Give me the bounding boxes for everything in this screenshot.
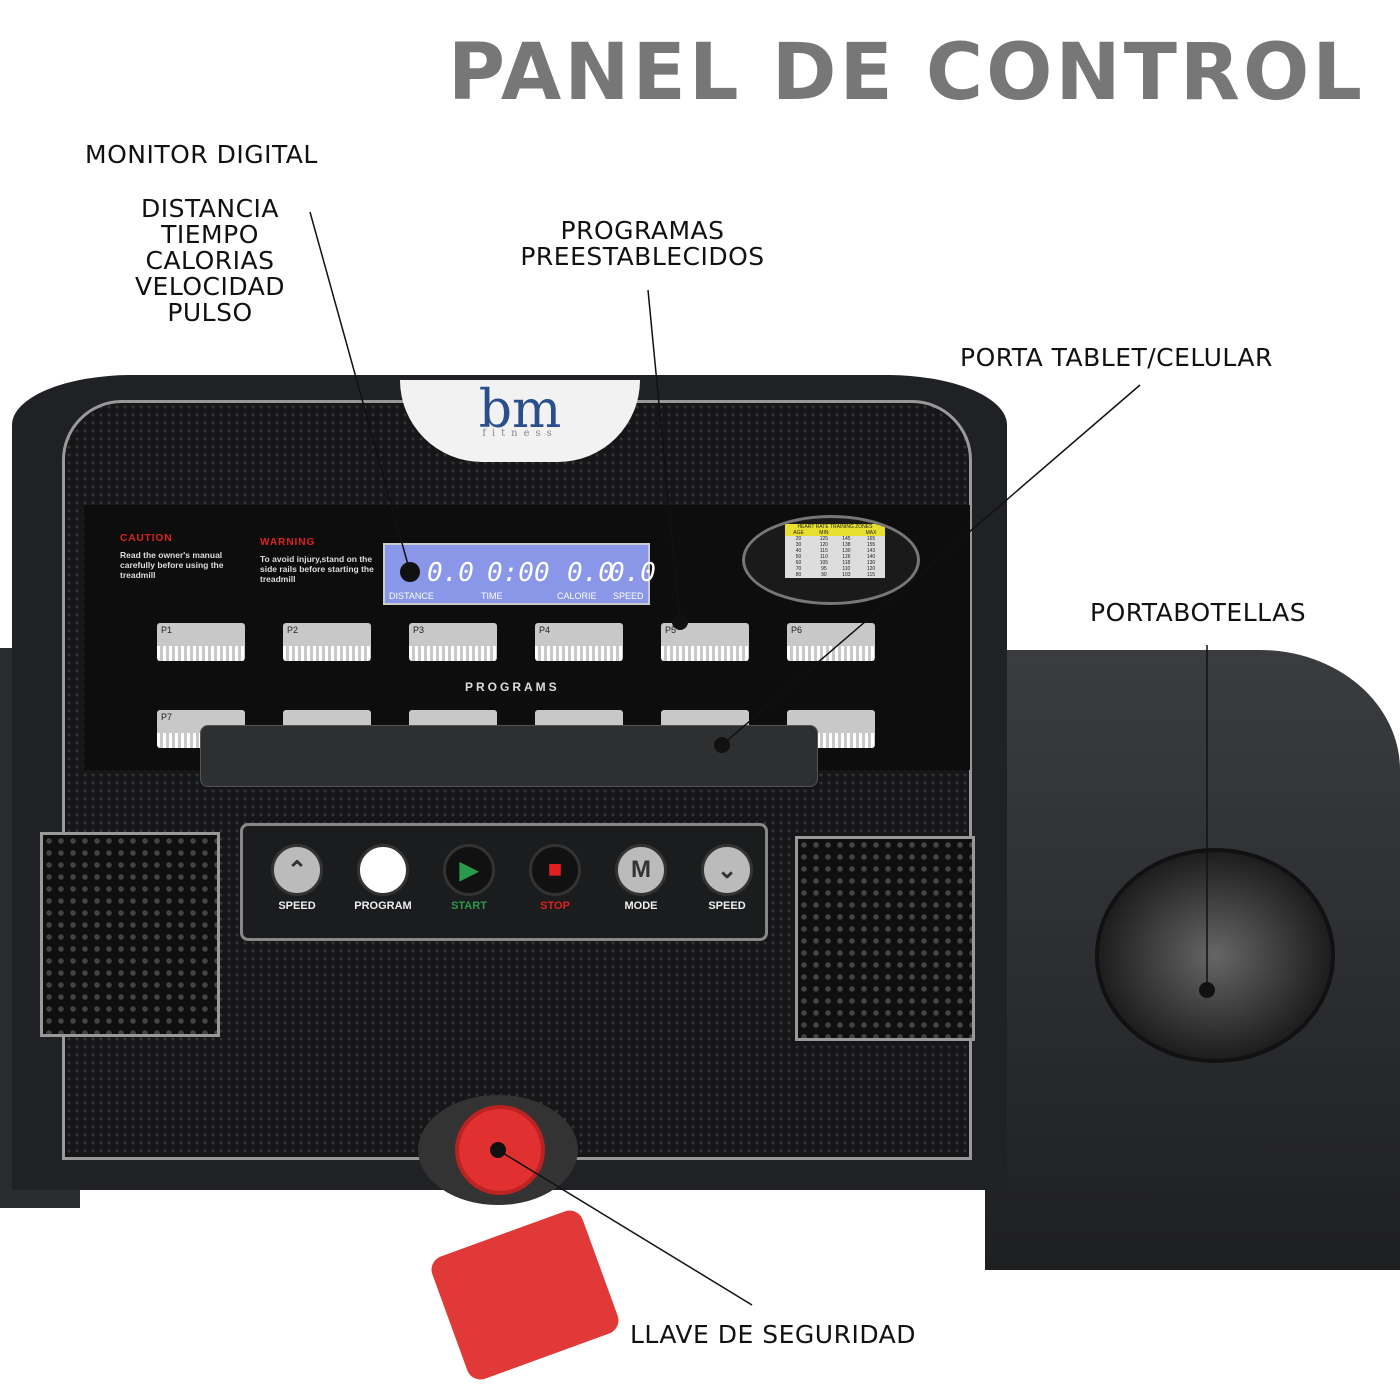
metric-tiempo: TIEMPO <box>161 220 259 249</box>
button-label: START <box>451 900 487 912</box>
button-label: PROGRAM <box>354 900 412 912</box>
mode-button-4[interactable]: M MODE <box>601 844 681 912</box>
program-p1: P1 <box>157 623 245 661</box>
program-p3: P3 <box>409 623 497 661</box>
button-label: STOP <box>540 900 570 912</box>
label-monitor: MONITOR DIGITAL <box>85 140 318 169</box>
lcd-distance: 0.0 <box>427 558 474 588</box>
program-label: P2 <box>287 625 299 635</box>
metric-pulso: PULSO <box>167 298 253 327</box>
label-programas: PROGRAMAS PREESTABLECIDOS <box>505 218 780 270</box>
button-label: MODE <box>624 900 658 912</box>
blank <box>357 844 409 896</box>
lcd-caption: TIME <box>481 591 503 601</box>
program-p5: P5 <box>661 623 749 661</box>
program-label: P1 <box>161 625 173 635</box>
logo-text: bm <box>478 380 562 440</box>
warning-notice: WARNING To avoid injury,stand on the sid… <box>260 537 375 584</box>
caution-title: CAUTION <box>120 533 173 544</box>
page-title: PANEL DE CONTROL <box>447 28 1365 118</box>
hr-cell: 80 <box>785 572 813 578</box>
lcd-calorie: 0.0 <box>567 558 614 588</box>
program-label: P6 <box>791 625 803 635</box>
start-button-2[interactable]: ▶ START <box>429 844 509 912</box>
label-porta-tablet: PORTA TABLET/CELULAR <box>960 343 1273 372</box>
button-label: SPEED <box>278 900 316 912</box>
label-llave: LLAVE DE SEGURIDAD <box>630 1320 917 1349</box>
warning-title: WARNING <box>260 537 316 548</box>
safety-key-magnet[interactable] <box>455 1105 545 1195</box>
caution-notice: CAUTION Read the owner's manual carefull… <box>120 533 240 580</box>
left-speaker <box>40 832 220 1037</box>
program-label: P7 <box>161 712 173 722</box>
bottle-holder <box>1095 848 1335 1063</box>
metric-calorias: CALORIAS <box>145 246 275 275</box>
tablet-holder <box>200 725 818 787</box>
program-label: P5 <box>665 625 677 635</box>
chevron-up-icon: ⌃ <box>271 844 323 896</box>
label-programas-1: PROGRAMAS <box>560 216 725 245</box>
lcd-speed: 0.0 <box>609 558 656 588</box>
lcd-caption: CALORIE <box>557 591 597 601</box>
button-panel: ⌃ SPEED PROGRAM ▶ START ■ STOP M MODE ⌄ SPEED <box>240 823 768 941</box>
program-p2: P2 <box>283 623 371 661</box>
program-label: P4 <box>539 625 551 635</box>
programs-label: PROGRAMS <box>465 680 560 694</box>
metric-velocidad: VELOCIDAD <box>134 272 286 301</box>
program-p4: P4 <box>535 623 623 661</box>
lcd-caption: DISTANCE <box>389 591 434 601</box>
program-p6: P6 <box>787 623 875 661</box>
lcd-caption: SPEED <box>613 591 644 601</box>
play-icon: ▶ <box>443 844 495 896</box>
hr-cell: 115 <box>857 572 885 578</box>
caution-text: Read the owner's manual carefully before… <box>120 550 224 580</box>
stop-icon: ■ <box>529 844 581 896</box>
label-metrics: DISTANCIA TIEMPO CALORIAS VELOCIDAD PULS… <box>120 196 300 326</box>
m-icon: M <box>615 844 667 896</box>
program-label: P3 <box>413 625 425 635</box>
speed-button-5[interactable]: ⌄ SPEED <box>687 844 767 912</box>
safety-key-clip[interactable] <box>427 1206 623 1384</box>
hr-cell: 90 <box>812 572 836 578</box>
label-programas-2: PREESTABLECIDOS <box>520 242 765 271</box>
stop-button-3[interactable]: ■ STOP <box>515 844 595 912</box>
button-label: SPEED <box>708 900 746 912</box>
program-button-1[interactable]: PROGRAM <box>343 844 423 912</box>
label-portabotellas: PORTABOTELLAS <box>1090 598 1307 627</box>
hr-cell: 103 <box>835 572 858 578</box>
metric-distancia: DISTANCIA <box>140 194 280 223</box>
speed-button-0[interactable]: ⌃ SPEED <box>257 844 337 912</box>
lcd-time: 0:00 <box>487 558 550 588</box>
lcd-display: 0.0 0:00 0.0 0.0 DISTANCE TIME CALORIE S… <box>383 543 656 605</box>
warning-text: To avoid injury,stand on the side rails … <box>260 554 374 584</box>
chevron-down-icon: ⌄ <box>701 844 753 896</box>
right-speaker <box>795 836 975 1041</box>
logo-subtext: fitness <box>482 428 558 439</box>
